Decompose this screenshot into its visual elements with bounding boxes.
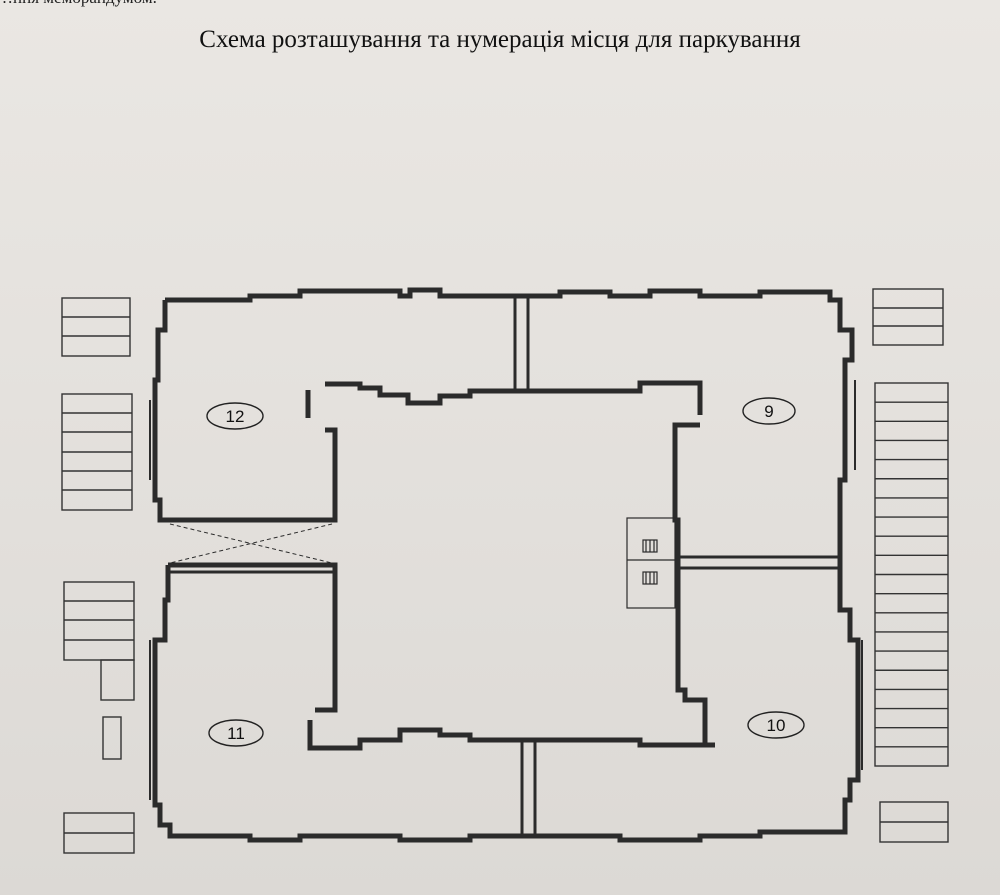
right-connector [676,555,840,570]
page-title: Схема розташування та нумерація місця дл… [199,26,801,53]
building-outer-wall [152,287,861,843]
left-connector [168,563,335,574]
courtyard-wall-right [672,422,708,745]
parking-block-right-long [874,382,949,767]
bottom-connector [520,742,537,836]
section-number: 12 [226,407,245,426]
parking-block-left-top [61,297,131,357]
courtyard-wall [325,380,703,415]
section-number: 10 [767,716,786,735]
section-label-11: 11 [208,719,264,747]
parking-block-left-small-sign [102,716,122,760]
section-label-10: 10 [747,711,805,739]
parking-block-right-top [872,288,944,346]
header-text-fragment: …ння меморандумом. [0,0,157,8]
parking-block-right-bottom [879,801,949,843]
parking-block-left-lower [63,581,135,701]
section-label-9: 9 [742,397,796,425]
dashed-crossing [169,523,333,564]
parking-blocks [61,288,949,854]
section-number: 9 [764,402,773,421]
parking-block-left-middle [61,393,133,511]
staircase-block [626,517,676,609]
window-marks [149,380,863,800]
parking-block-left-bottom [63,812,135,854]
courtyard-wall-left [168,390,338,713]
courtyard-wall-bottom [307,720,715,751]
section-label-12: 12 [206,402,264,430]
section-number: 11 [227,724,245,743]
top-connector [513,298,530,392]
